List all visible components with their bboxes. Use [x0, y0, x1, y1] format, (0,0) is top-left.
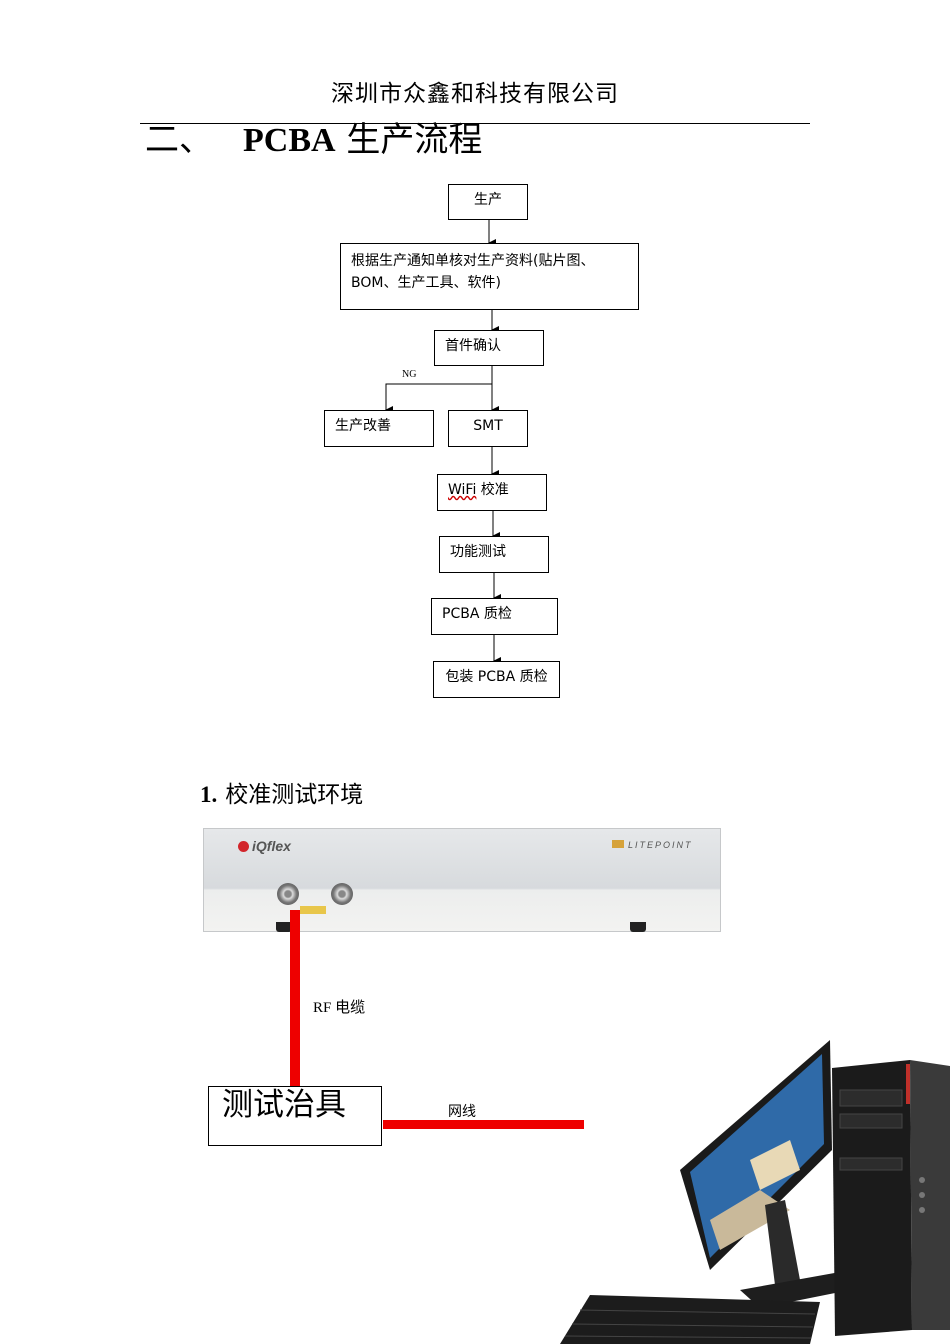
header-rule — [140, 123, 810, 124]
tester-instrument-icon — [203, 828, 721, 932]
desktop-computer-icon — [560, 1040, 950, 1344]
rf-cable — [290, 910, 300, 1087]
wifi-word: WiFi — [448, 482, 477, 498]
flow-step-improve: 生产改善 — [324, 410, 434, 447]
rf-cable-label: RF 电缆 — [313, 1000, 366, 1016]
flowchart-connectors — [385, 220, 501, 665]
flow-step-function-test: 功能测试 — [439, 536, 549, 573]
ng-label: NG — [402, 369, 417, 380]
instrument-foot — [630, 922, 646, 932]
rf-port-1-icon — [277, 883, 299, 905]
flow-step-wifi-calibration: WiFi 校准 — [437, 474, 547, 511]
network-cable — [383, 1120, 584, 1129]
subsection-number: 1. — [200, 782, 218, 807]
flow-step-check-line1: 根据生产通知单核对生产资料(贴片图、 — [351, 253, 595, 269]
iqflex-logo: iQflex — [238, 838, 291, 854]
section-number: 二、 — [145, 120, 213, 160]
rf-port-2-icon — [331, 883, 353, 905]
network-cable-label: 网线 — [448, 1104, 476, 1120]
instrument-foot — [276, 922, 292, 932]
flow-step-pcba-qc: PCBA 质检 — [431, 598, 558, 635]
subsection-title: 1. 校准测试环境 — [200, 775, 363, 809]
flow-step-check-documents: 根据生产通知单核对生产资料(贴片图、 BOM、生产工具、软件) — [340, 243, 639, 310]
warning-label-icon — [300, 906, 326, 914]
subsection-text: 校准测试环境 — [225, 782, 364, 808]
flow-step-produce: 生产 — [448, 184, 528, 220]
flow-step-check-line2: BOM、生产工具、软件) — [351, 275, 501, 291]
wifi-calibration-suffix: 校准 — [476, 482, 509, 498]
litepoint-logo: LITEPOINT — [612, 840, 693, 850]
section-title-zh: 生产流程 — [346, 120, 483, 160]
test-fixture-box: 测试治具 — [208, 1086, 382, 1146]
flow-step-pack-pcba-qc: 包装 PCBA 质检 — [433, 661, 560, 698]
flow-step-smt: SMT — [448, 410, 528, 447]
section-title: 二、 PCBA 生产流程 — [145, 112, 482, 161]
company-header: 深圳市众鑫和科技有限公司 — [331, 81, 619, 107]
flow-step-first-article: 首件确认 — [434, 330, 544, 366]
section-title-en: PCBA — [243, 122, 336, 159]
